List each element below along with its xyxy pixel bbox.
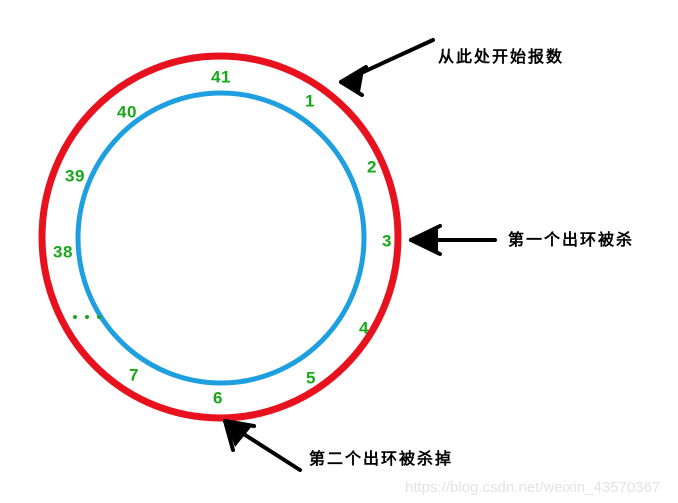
arrow-start-counting <box>339 38 435 97</box>
position-number-1: 1 <box>305 91 315 111</box>
position-number-6: 6 <box>213 388 223 408</box>
position-number-39: 39 <box>65 166 85 186</box>
position-number-2: 2 <box>367 157 377 177</box>
position-number-4: 4 <box>359 318 369 338</box>
ellipsis-dot <box>97 315 101 319</box>
position-number-38: 38 <box>53 242 73 262</box>
annotation-first-killed: 第一个出环被杀 <box>508 230 635 249</box>
annotation-second-killed: 第二个出环被杀掉 <box>309 449 454 468</box>
annotation-start-counting: 从此处开始报数 <box>438 47 565 66</box>
arrow-second-killed <box>223 419 302 472</box>
ellipsis-dot <box>73 315 77 319</box>
position-number-40: 40 <box>117 102 137 122</box>
arrow-first-killed <box>409 224 497 256</box>
watermark-text: https://blog.csdn.net/weixin_43570367 <box>405 479 661 496</box>
ellipsis-dots <box>73 315 101 319</box>
position-number-3: 3 <box>382 231 392 251</box>
ellipsis-dot <box>85 315 89 319</box>
outer-ring-red <box>38 52 402 422</box>
position-number-41: 41 <box>211 67 231 87</box>
position-number-5: 5 <box>306 368 316 388</box>
inner-ring-blue <box>75 90 367 386</box>
position-number-7: 7 <box>129 365 139 385</box>
